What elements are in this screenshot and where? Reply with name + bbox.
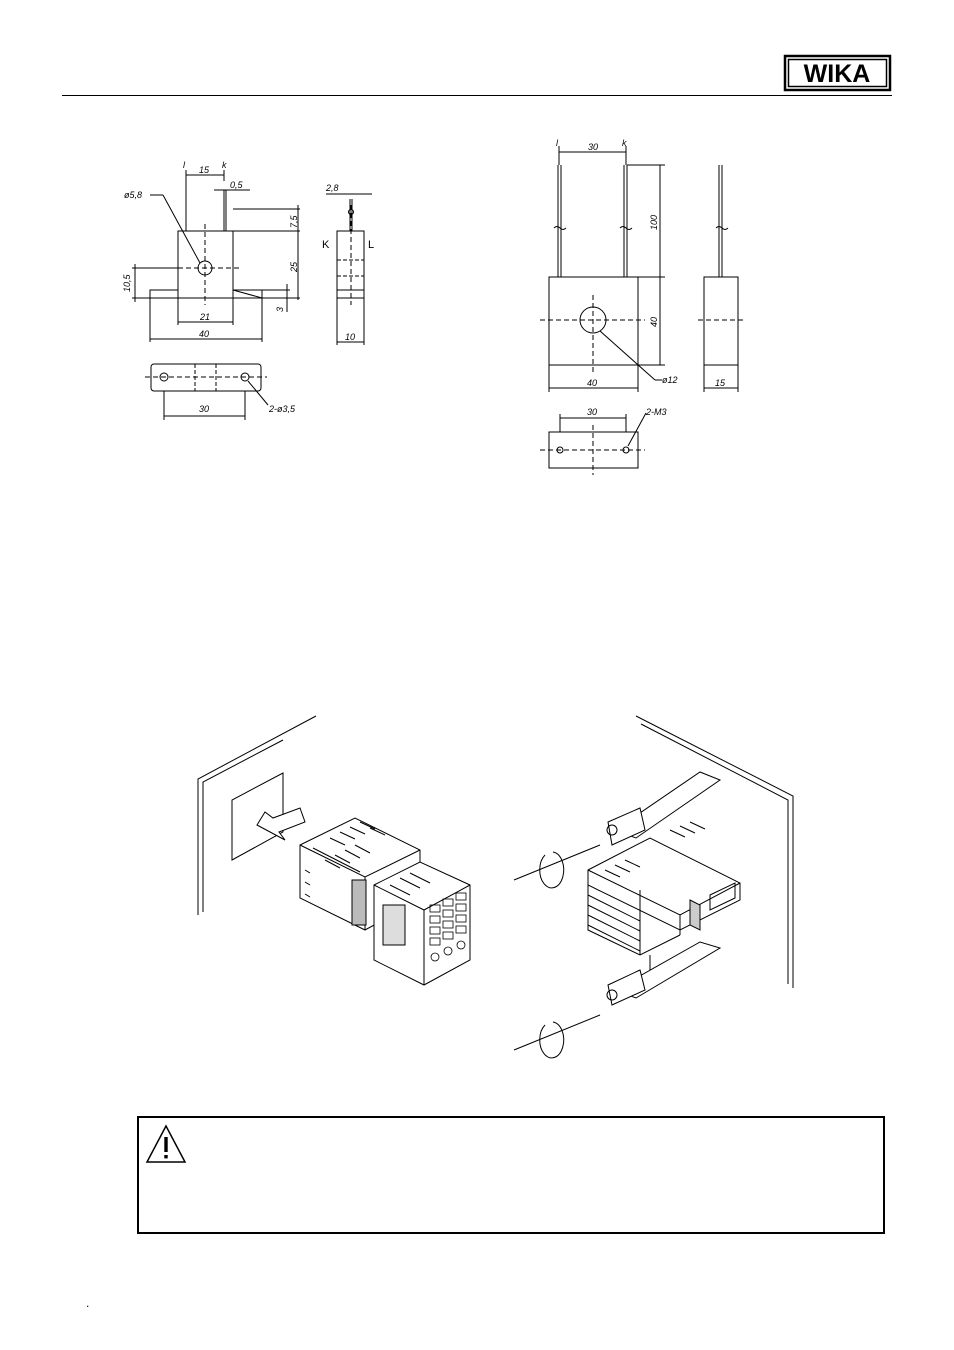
dim-100: 100 (649, 215, 659, 230)
hole-dia-label: ø5,8 (124, 190, 142, 200)
label-l: l (183, 160, 186, 170)
dim-30: 30 (588, 142, 598, 152)
dim-2-8: 2,8 (325, 183, 339, 193)
logo-text: WIKA (804, 60, 871, 88)
dim-40-width: 40 (587, 378, 597, 388)
header-rule (62, 95, 892, 96)
label-k: k (222, 160, 227, 170)
dim-10: 10 (345, 332, 355, 342)
wika-logo: WIKA (783, 54, 892, 92)
drawing-large-transformer: l k 30 100 40 40 ø12 15 30 2-M3 (540, 138, 745, 475)
side-label-k: K (322, 239, 330, 251)
dim-40-height: 40 (649, 317, 659, 327)
dim-15: 15 (199, 165, 210, 175)
dim-30: 30 (199, 404, 209, 414)
dim-7-5: 7,5 (289, 214, 299, 228)
warning-box (137, 1116, 885, 1234)
label-l: l (556, 138, 559, 148)
threads-label: 2-M3 (645, 407, 667, 417)
drawing-small-transformer: l k ø5,8 15 0,5 2,8 7,5 25 10,5 3 21 40 … (122, 160, 374, 420)
panel-mounting-illustration (197, 715, 794, 1059)
dim-10-5: 10,5 (122, 273, 132, 292)
dim-21: 21 (199, 312, 210, 322)
dim-25: 25 (289, 261, 299, 273)
warning-triangle-icon (145, 1124, 187, 1163)
dim-3: 3 (275, 307, 285, 312)
dim-40: 40 (199, 329, 209, 339)
holes-label: 2-ø3,5 (268, 404, 296, 414)
dim-15: 15 (715, 378, 726, 388)
dim-0-5: 0,5 (230, 180, 244, 190)
side-label-l: L (368, 239, 374, 251)
label-k: k (622, 138, 627, 148)
footer-mark: . (86, 1296, 90, 1310)
hole-dia-label: ø12 (662, 375, 678, 385)
dim-30-bottom: 30 (587, 407, 597, 417)
